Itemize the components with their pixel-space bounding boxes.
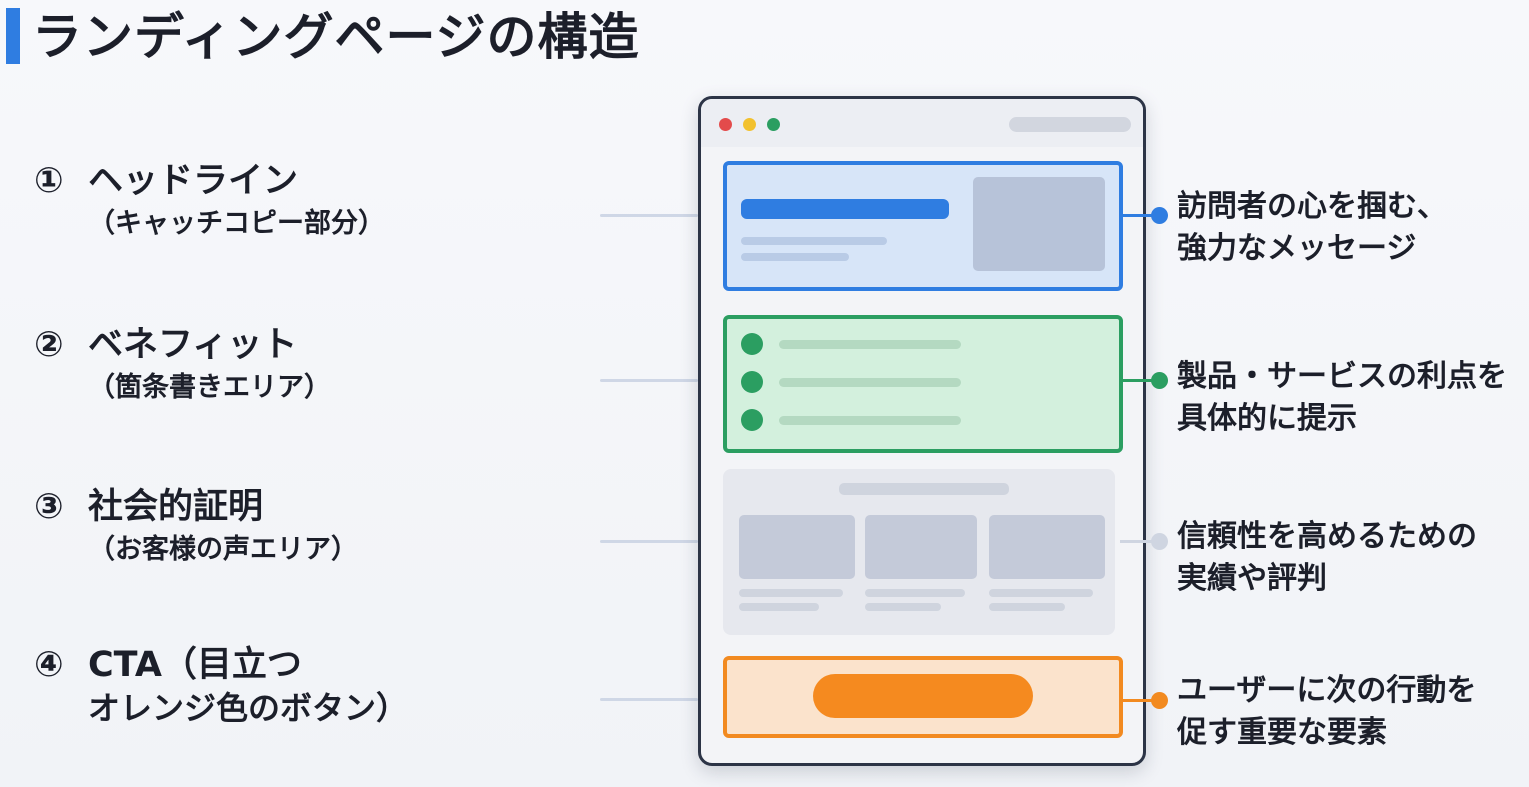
desc-line: 製品・サービスの利点を (1177, 359, 1507, 394)
text-line (865, 603, 941, 611)
browser-mockup (698, 96, 1146, 766)
label-name: ヘッドライン (88, 161, 299, 201)
headline-bar (741, 199, 949, 219)
text-line (741, 253, 849, 261)
connector-right-benefit (1120, 379, 1160, 382)
browser-toolbar (701, 99, 1143, 147)
social-proof-section (723, 469, 1115, 635)
label-sub: （お客様の声エリア） (88, 534, 358, 565)
connector-right-social-proof (1120, 540, 1160, 543)
testimonial-card (739, 515, 855, 579)
desc-benefit: 製品・サービスの利点を 具体的に提示 (1177, 356, 1507, 440)
address-bar (1009, 117, 1131, 132)
connector-social-proof (600, 540, 698, 543)
title-accent-bar (6, 8, 20, 64)
desc-line: 実績や評判 (1177, 561, 1327, 596)
text-line (989, 603, 1065, 611)
bullet-icon (741, 409, 763, 431)
text-line (989, 589, 1093, 597)
desc-social-proof: 信頼性を高めるための 実績や評判 (1177, 516, 1477, 600)
desc-line: 具体的に提示 (1177, 401, 1357, 436)
maximize-dot-icon (767, 118, 780, 131)
label-cta: ④ CTA（目立つ オレンジ色のボタン） (34, 642, 408, 728)
marker-dot-icon (1151, 207, 1168, 224)
label-headline: ① ヘッドライン （キャッチコピー部分） (34, 158, 385, 244)
label-name: ベネフィット (88, 325, 298, 365)
testimonial-card (865, 515, 977, 579)
bullet-icon (741, 333, 763, 355)
label-number: ④ (34, 645, 64, 685)
section-title-line (839, 483, 1009, 495)
connector-benefit (600, 379, 698, 382)
text-line (741, 237, 887, 245)
desc-line: ユーザーに次の行動を (1177, 673, 1477, 708)
label-sub: （キャッチコピー部分） (88, 208, 385, 239)
label-number: ② (34, 325, 64, 365)
text-line (779, 416, 961, 425)
text-line (739, 589, 843, 597)
page-title: ランディングページの構造 (32, 8, 640, 66)
desc-line: 信頼性を高めるための (1177, 519, 1477, 554)
desc-line: 促す重要な要素 (1177, 715, 1387, 750)
connector-cta (600, 698, 698, 701)
label-benefit: ② ベネフィット （箇条書きエリア） (34, 322, 331, 408)
minimize-dot-icon (743, 118, 756, 131)
bullet-icon (741, 371, 763, 393)
cta-section (723, 656, 1123, 738)
desc-headline: 訪問者の心を掴む、 強力なメッセージ (1177, 186, 1447, 270)
label-name: CTA（目立つ (88, 645, 302, 685)
marker-dot-icon (1151, 372, 1168, 389)
label-sub: オレンジ色のボタン） (88, 689, 409, 727)
label-sub: （箇条書きエリア） (88, 372, 331, 403)
hero-image-placeholder (973, 177, 1105, 271)
benefit-section (723, 315, 1123, 453)
text-line (865, 589, 965, 597)
testimonial-card (989, 515, 1105, 579)
connector-right-cta (1120, 699, 1160, 702)
close-dot-icon (719, 118, 732, 131)
text-line (739, 603, 819, 611)
desc-cta: ユーザーに次の行動を 促す重要な要素 (1177, 670, 1476, 754)
label-social-proof: ③ 社会的証明 （お客様の声エリア） (34, 484, 358, 570)
label-name: 社会的証明 (88, 487, 264, 527)
text-line (779, 378, 961, 387)
marker-dot-icon (1151, 692, 1168, 709)
headline-section (723, 161, 1123, 291)
text-line (779, 340, 961, 349)
connector-right-headline (1120, 214, 1160, 217)
desc-line: 訪問者の心を掴む、 (1177, 189, 1447, 224)
cta-button (813, 674, 1033, 718)
label-number: ③ (34, 487, 64, 527)
marker-dot-icon (1151, 533, 1168, 550)
desc-line: 強力なメッセージ (1177, 231, 1417, 266)
label-number: ① (34, 161, 64, 201)
connector-headline (600, 214, 698, 217)
